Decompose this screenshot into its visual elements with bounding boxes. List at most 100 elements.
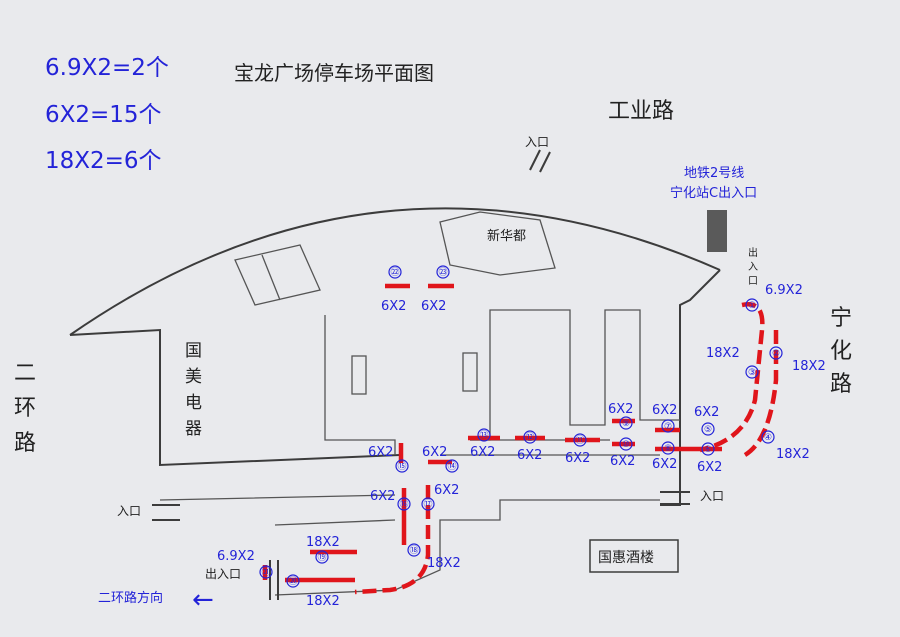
svg-text:⑥: ⑥ <box>704 445 712 455</box>
zone-3-label: 18X2 <box>706 346 740 361</box>
zone-18-label: 18X2 <box>427 556 461 571</box>
svg-text:⑰: ⑰ <box>423 499 432 510</box>
zone-20-label: 18X2 <box>306 594 340 609</box>
parking-strips <box>262 283 779 595</box>
zone-10-label: 6X2 <box>610 454 635 469</box>
courtyard-block-right <box>462 352 478 392</box>
gate-bottom-left <box>269 560 279 600</box>
zone-4-marker: ④ 18X2 <box>761 430 810 462</box>
svg-text:⑧: ⑧ <box>664 444 672 454</box>
zone-5-label: 6X2 <box>694 405 719 420</box>
road-east-3: 路 <box>830 372 852 397</box>
zone-15-marker: ⑮ 6X2 <box>368 445 409 473</box>
svg-text:⑪: ⑪ <box>575 435 584 446</box>
svg-text:㉒: ㉒ <box>390 267 399 278</box>
svg-text:㉓: ㉓ <box>438 267 447 278</box>
svg-text:⑲: ⑲ <box>317 552 326 563</box>
zone-2-label: 18X2 <box>792 359 826 374</box>
legend-line-3: 18X2=6个 <box>45 148 162 174</box>
exit-right: 出 <box>748 246 758 259</box>
building-xinhua: 新华都 <box>487 228 526 244</box>
svg-text:⑦: ⑦ <box>664 422 672 432</box>
metro-line-1: 地铁2号线 <box>684 166 744 181</box>
zone-22-label: 6X2 <box>381 299 406 314</box>
gate-top <box>529 149 551 173</box>
plan-title: 宝龙广场停车场平面图 <box>234 61 434 85</box>
exit-right-2: 入 <box>748 262 758 273</box>
zone-16-marker: ⑯ 6X2 <box>370 489 411 511</box>
zone-23-label: 6X2 <box>421 299 446 314</box>
zone-14-label: 6X2 <box>422 445 447 460</box>
svg-text:⑫: ⑫ <box>525 432 534 443</box>
zone-17-label: 6X2 <box>434 483 459 498</box>
zone-21-marker: ㉑ 6.9X2 <box>217 549 273 579</box>
building-guomei-1: 国 <box>185 341 202 361</box>
zone-8-marker: ⑧ 6X2 <box>652 441 677 472</box>
zone-11-label: 6X2 <box>565 451 590 466</box>
entrance-left: 入口 <box>117 504 141 518</box>
zone-13-marker: ⑬ 6X2 <box>470 428 495 460</box>
inner-courtyard <box>324 309 680 455</box>
zone-7-label: 6X2 <box>652 403 677 418</box>
zone-17-marker: ⑰ 6X2 <box>421 483 459 511</box>
svg-text:⑤: ⑤ <box>704 425 712 435</box>
svg-text:④: ④ <box>764 433 772 443</box>
svg-text:⑱: ⑱ <box>409 545 418 556</box>
gate-left <box>152 504 180 521</box>
building-outline-left <box>69 328 401 467</box>
zone-6-marker: ⑥ 6X2 <box>697 442 722 475</box>
zone-12-label: 6X2 <box>517 448 542 463</box>
exit-right-3: 口 <box>748 276 758 287</box>
svg-text:⑮: ⑮ <box>397 461 406 472</box>
zone-18-marker: ⑱ 18X2 <box>407 543 461 571</box>
zone-23-marker: ㉓ 6X2 <box>421 265 450 314</box>
building-guomei-2: 美 <box>185 367 202 387</box>
zone-12-marker: ⑫ 6X2 <box>517 430 542 463</box>
west-arrow-icon: ← <box>192 585 214 615</box>
gate-right <box>660 491 690 505</box>
building-guomei-4: 器 <box>185 419 202 439</box>
zone-19-label: 18X2 <box>306 535 340 550</box>
entrance-bottom-left: 出入口 <box>205 567 241 581</box>
zone-11-marker: ⑪ 6X2 <box>565 433 590 466</box>
building-top-left <box>234 244 321 306</box>
zone-20-marker: ⑳ 18X2 <box>286 574 340 609</box>
svg-text:㉑: ㉑ <box>261 567 270 578</box>
zone-3-marker: ③ 18X2 <box>706 346 759 379</box>
metro-line-2: 宁化站C出入口 <box>670 185 757 201</box>
svg-text:⑳: ⑳ <box>288 576 297 587</box>
courtyard-block-left <box>351 355 367 395</box>
svg-text:①: ① <box>748 301 756 311</box>
zone-4-label: 18X2 <box>776 447 810 462</box>
zone-21-label: 6.9X2 <box>217 549 255 564</box>
svg-text:③: ③ <box>748 368 756 378</box>
zone-22-marker: ㉒ 6X2 <box>381 265 406 314</box>
zone-1-marker: ① 6.9X2 <box>745 283 803 312</box>
building-guohui-box <box>589 539 679 573</box>
zone-19-marker: ⑲ 18X2 <box>306 535 340 564</box>
road-east-2: 化 <box>830 339 852 364</box>
svg-text:⑨: ⑨ <box>622 419 630 429</box>
zone-15-label: 6X2 <box>368 445 393 460</box>
zone-13-label: 6X2 <box>470 445 495 460</box>
zone-9-marker: ⑨ 6X2 <box>608 402 633 430</box>
svg-text:⑯: ⑯ <box>399 499 408 510</box>
zone-1-label: 6.9X2 <box>765 283 803 298</box>
zone-6-label: 6X2 <box>697 460 722 475</box>
road-east-1: 宁 <box>830 306 852 331</box>
svg-text:②: ② <box>772 349 780 359</box>
zone-10-marker: ⑩ 6X2 <box>610 437 635 469</box>
zone-7-marker: ⑦ 6X2 <box>652 403 677 433</box>
road-west-2: 环 <box>14 396 36 421</box>
building-guohui: 国惠酒楼 <box>598 550 654 566</box>
metro-entrance-block <box>707 210 727 252</box>
svg-text:⑭: ⑭ <box>447 461 456 472</box>
zone-8-label: 6X2 <box>652 457 677 472</box>
building-outline-arc <box>69 207 721 336</box>
west-direction-label: 二环路方向 <box>98 590 163 606</box>
zone-9-label: 6X2 <box>608 402 633 417</box>
legend-line-2: 6X2=15个 <box>45 102 162 128</box>
road-west-1: 二 <box>14 361 36 386</box>
road-west-3: 路 <box>14 431 36 456</box>
